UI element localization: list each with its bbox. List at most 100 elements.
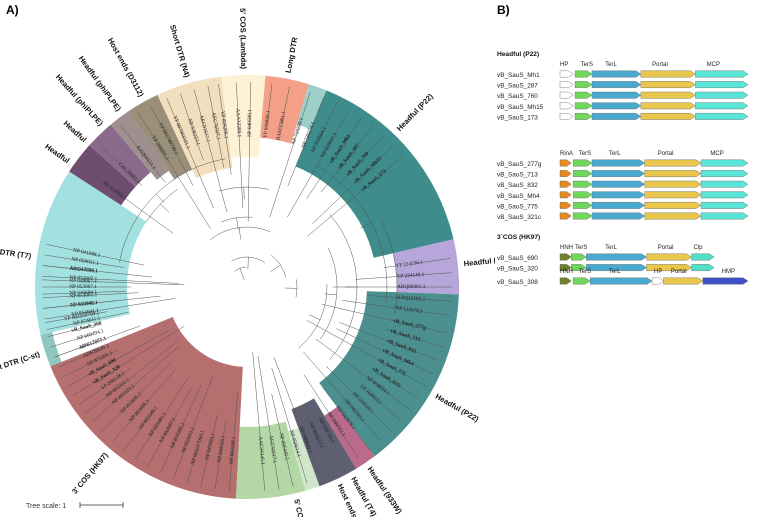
- gene-arrow-ters: [575, 92, 592, 98]
- gene-header-label: TerS: [579, 269, 591, 275]
- gene-header-label: HP: [654, 269, 662, 275]
- gene-arrow-ters: [575, 71, 592, 77]
- gene-arrow-rina: [560, 181, 571, 187]
- gene-arrow-terl: [592, 71, 641, 77]
- gene-arrow-terl: [592, 213, 645, 219]
- gene-arrow-rina: [560, 213, 571, 219]
- internal-stem-11: [156, 194, 164, 203]
- gene-arrow-mcp: [695, 71, 748, 77]
- gene-header-label: MCP: [710, 151, 723, 157]
- leaf-label: NP 316694.1: [69, 289, 97, 296]
- gene-arrow-portal: [645, 170, 701, 176]
- gene-arrow-portal: [645, 160, 701, 166]
- gene-arrow-hnh: [560, 278, 571, 284]
- gene-arrow-rina: [560, 192, 571, 198]
- gene-arrow-ters: [575, 113, 592, 119]
- internal-arc-7: [320, 248, 337, 339]
- leaf-label: NP 049967.1: [69, 278, 97, 285]
- gene-arrow-mcp: [701, 202, 748, 208]
- gene-arrow-mcp: [695, 92, 748, 98]
- gene-arrow-portal: [641, 71, 696, 77]
- gene-header-label: Portal: [658, 245, 674, 251]
- gene-arrow-terl: [592, 160, 645, 166]
- gene-header-label: MCP: [707, 62, 720, 68]
- clade-label-3: Headful: [62, 119, 89, 144]
- gene-arrow-hp: [560, 81, 573, 87]
- phage-row-label: vB_SauS_760: [497, 93, 538, 100]
- gene-arrow-mcp: [701, 170, 748, 176]
- gene-arrow-ters: [571, 254, 586, 260]
- phage-row-label: vB_SauS_277g: [497, 161, 542, 168]
- gene-group-title: Headful (P22): [497, 51, 539, 58]
- gene-arrow-terl: [592, 192, 645, 198]
- gene-header-label: TerL: [605, 245, 617, 251]
- gene-arrow-terl: [586, 254, 646, 260]
- gene-arrow-mcp: [695, 81, 748, 87]
- gene-arrow-terl: [590, 278, 652, 284]
- clade-label-12: Headful (P22): [434, 392, 481, 424]
- clade-sector-0: [40, 332, 61, 366]
- gene-header-label: HMP: [722, 269, 735, 275]
- gene-arrow-ters: [573, 202, 592, 208]
- gene-header-label: Portal: [652, 62, 668, 68]
- gene-arrow-rina: [560, 170, 571, 176]
- gene-arrow-hp: [560, 113, 573, 119]
- gene-header-label: TerS: [579, 151, 591, 157]
- gene-arrow-portal: [646, 254, 691, 260]
- gene-arrow-mcp: [701, 181, 748, 187]
- tree-figure: A) AGU17577.1NP 874611.1YP 854941.1NP 85…: [0, 0, 495, 517]
- gene-arrow-terl: [592, 202, 645, 208]
- gene-arrow-terl: [592, 81, 641, 87]
- clade-label-9: Long DTR: [284, 36, 300, 74]
- clade-label-0: Short DTR (C-st): [0, 349, 41, 376]
- gene-arrow-portal: [641, 92, 696, 98]
- gene-header-label: TerS: [575, 245, 587, 251]
- phage-row-label: vB_SauS_287: [497, 83, 538, 90]
- gene-arrow-portal: [645, 181, 701, 187]
- gene-arrow-terl: [592, 113, 641, 119]
- leaf-label: ABQ88481.1: [397, 284, 426, 290]
- gene-arrow-rina: [560, 202, 571, 208]
- gene-arrow-terl: [592, 181, 645, 187]
- gene-arrow-mcp: [695, 113, 748, 119]
- internal-stem-4: [239, 228, 241, 240]
- gene-arrow-clp: [692, 264, 715, 270]
- clade-label-16: 5' COS (P2): [292, 498, 310, 517]
- phage-row-label: vB_SauS_690: [497, 255, 538, 262]
- clade-label-1: Short DTR (T7): [0, 244, 32, 260]
- phage-row-label: vB_SauS_321c: [497, 214, 542, 221]
- gene-arrow-hmp: [703, 278, 748, 284]
- gene-arrow-ters: [573, 278, 590, 284]
- gene-arrow-hnh: [560, 254, 571, 260]
- phage-row-label: vB_SauS_832: [497, 182, 538, 189]
- gene-arrow-ters: [573, 170, 592, 176]
- gene-header-label: TerL: [609, 151, 621, 157]
- clade-label-6: Host ends (D3112): [106, 36, 146, 98]
- panel-b-label: B): [497, 3, 510, 17]
- tree-scale: Tree scale: 1: [26, 502, 123, 510]
- gene-arrow-mcp: [695, 103, 748, 109]
- gene-header-label: HP: [560, 62, 568, 68]
- gene-header-label: HNH: [560, 269, 573, 275]
- leaf-label: NP 040580.1: [247, 109, 253, 137]
- gene-arrow-terl: [592, 170, 645, 176]
- gene-arrow-terl: [592, 103, 641, 109]
- gene-header-label: Portal: [658, 151, 674, 157]
- gene-arrow-ters: [573, 160, 592, 166]
- gene-arrow-portal: [645, 213, 701, 219]
- internal-stem-1: [248, 257, 249, 269]
- gene-arrow-portal: [641, 113, 696, 119]
- phage-row-label: vB_SauS_775: [497, 203, 538, 210]
- gene-group-title: 3`COS (HK97): [497, 234, 540, 241]
- tree-scale-label: Tree scale: 1: [26, 503, 66, 510]
- gene-arrow-clp: [692, 254, 715, 260]
- gene-header-label: Clp: [693, 245, 703, 251]
- phage-row-label: vB_SauS_Mh4: [497, 193, 540, 200]
- panel-a-label: A): [6, 3, 19, 17]
- clade-label-2: Headful: [43, 142, 71, 165]
